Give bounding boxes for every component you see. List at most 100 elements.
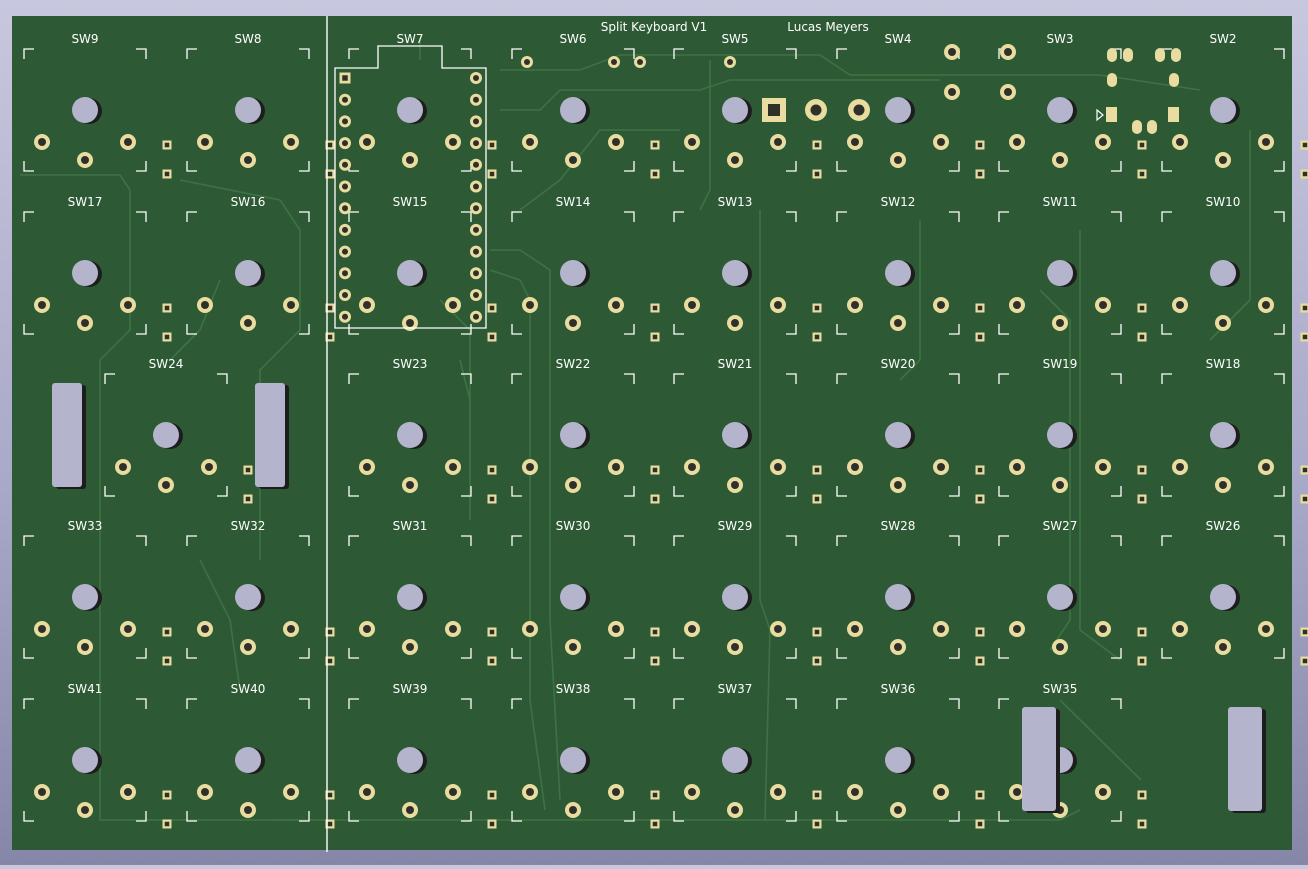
pad-drill [287, 138, 295, 146]
trrs-jack-pad [1168, 107, 1179, 122]
pad-drill [1013, 625, 1021, 633]
pad-drill [815, 659, 820, 664]
center-mount-hole [560, 584, 586, 610]
pad-drill [201, 788, 209, 796]
pad-drill [342, 227, 348, 233]
pad-drill [811, 105, 822, 116]
pad-drill [688, 138, 696, 146]
pad-drill [1303, 630, 1308, 635]
switch-label: SW7 [396, 32, 423, 46]
pad-drill [815, 497, 820, 502]
center-mount-hole [1047, 260, 1073, 286]
pad-drill [731, 481, 739, 489]
pad-drill [526, 138, 534, 146]
pad-drill [363, 788, 371, 796]
pad-drill [473, 97, 479, 103]
pad-drill [1056, 481, 1064, 489]
pad-drill [815, 822, 820, 827]
pad-drill [406, 319, 414, 327]
pad-drill [1004, 88, 1012, 96]
pad-drill [201, 138, 209, 146]
pad-drill [851, 463, 859, 471]
center-mount-hole [885, 422, 911, 448]
pad-drill [342, 184, 348, 190]
pad-drill [328, 630, 333, 635]
center-mount-hole [1210, 584, 1236, 610]
switch-label: SW5 [721, 32, 748, 46]
pad-drill [1140, 143, 1145, 148]
pad-drill [1099, 788, 1107, 796]
pad-drill [473, 292, 479, 298]
pad-drill [1262, 463, 1270, 471]
pad-drill [612, 301, 620, 309]
pad-drill [978, 468, 983, 473]
pad-drill [978, 143, 983, 148]
center-mount-hole [397, 747, 423, 773]
pad-drill [342, 270, 348, 276]
center-mount-hole [560, 747, 586, 773]
pad-drill [894, 156, 902, 164]
pad-drill [978, 793, 983, 798]
pad-drill [688, 788, 696, 796]
pad-drill [449, 463, 457, 471]
pad-drill [162, 481, 170, 489]
pad-drill [937, 301, 945, 309]
switch-label: SW24 [149, 357, 184, 371]
pad-drill [1176, 301, 1184, 309]
switch-label: SW9 [71, 32, 98, 46]
pad-drill [490, 468, 495, 473]
pad-drill [1013, 463, 1021, 471]
pad-drill [490, 335, 495, 340]
pad-drill [328, 335, 333, 340]
pad-drill [363, 138, 371, 146]
switch-label: SW16 [231, 195, 266, 209]
pad-drill [937, 625, 945, 633]
pad-drill [342, 97, 348, 103]
switch-label: SW18 [1206, 357, 1241, 371]
pad-drill [165, 306, 170, 311]
pad-drill [449, 301, 457, 309]
switch-label: SW38 [556, 682, 591, 696]
pad-drill [1140, 793, 1145, 798]
pad-drill [1303, 335, 1308, 340]
pad-drill [526, 625, 534, 633]
pad-drill [688, 301, 696, 309]
center-mount-hole [885, 747, 911, 773]
pad-drill [653, 659, 658, 664]
pad-drill [342, 75, 348, 81]
center-mount-hole [72, 747, 98, 773]
pad-drill [653, 793, 658, 798]
pad-drill [1140, 306, 1145, 311]
pad-drill [653, 630, 658, 635]
pad-drill [1013, 301, 1021, 309]
pad-drill [246, 468, 251, 473]
switch-label: SW36 [881, 682, 916, 696]
pad-drill [1303, 306, 1308, 311]
pad-drill [1099, 301, 1107, 309]
pad-drill [688, 463, 696, 471]
switch-label: SW29 [718, 519, 753, 533]
center-mount-hole [722, 260, 748, 286]
pad-drill [81, 643, 89, 651]
switch-label: SW32 [231, 519, 266, 533]
center-mount-hole [1210, 97, 1236, 123]
center-mount-hole [72, 97, 98, 123]
pad-drill [165, 793, 170, 798]
pad-drill [165, 143, 170, 148]
pad-drill [1262, 301, 1270, 309]
switch-label: SW17 [68, 195, 103, 209]
pad-drill [342, 205, 348, 211]
pad-drill [490, 822, 495, 827]
trrs-jack-pad [1123, 48, 1133, 62]
pad-drill [774, 301, 782, 309]
pad-drill [1176, 625, 1184, 633]
center-mount-hole [560, 422, 586, 448]
stabilizer-cutout [255, 383, 285, 487]
center-mount-hole [72, 260, 98, 286]
pad-drill [342, 162, 348, 168]
pad-drill [328, 143, 333, 148]
pad-drill [1303, 143, 1308, 148]
pad-drill [1262, 625, 1270, 633]
